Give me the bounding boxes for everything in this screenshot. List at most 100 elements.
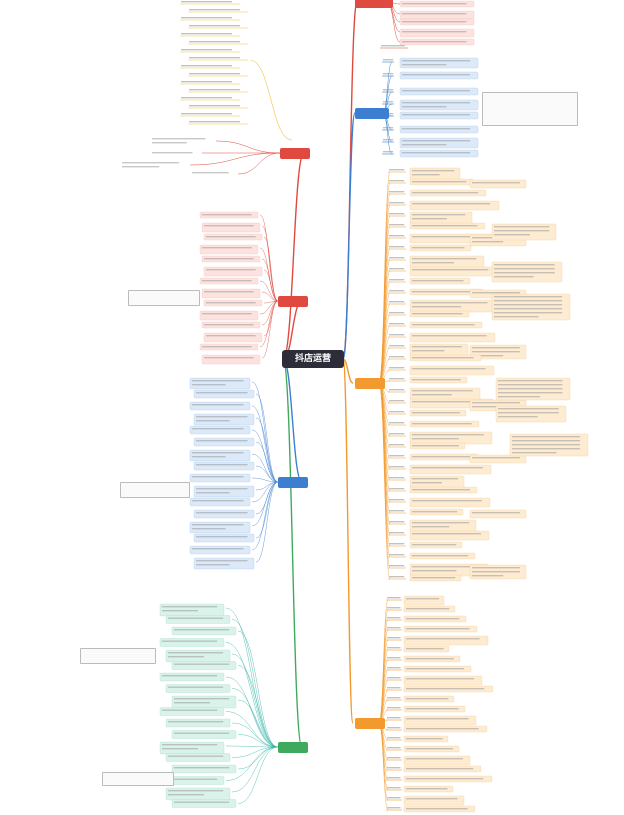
leaf-node bbox=[171, 661, 237, 670]
leaf-text-line bbox=[202, 280, 252, 282]
leaf-text-line bbox=[412, 306, 462, 308]
leaf-text-line bbox=[412, 478, 458, 480]
leaf-text-line bbox=[174, 663, 230, 665]
leaf-text-line bbox=[402, 3, 467, 5]
left-note-4 bbox=[102, 772, 174, 786]
leaf-text-line bbox=[389, 565, 405, 567]
leaf-text-line bbox=[168, 652, 224, 654]
leaf-text-line bbox=[389, 510, 405, 512]
leaf-text-line bbox=[402, 140, 471, 142]
leaf-node bbox=[403, 755, 471, 766]
leaf-node bbox=[193, 389, 255, 399]
leaf-text-line bbox=[387, 637, 401, 639]
leaf-text-line bbox=[206, 269, 256, 271]
leaf-node bbox=[399, 28, 475, 38]
root-node[interactable]: 抖店运营 bbox=[282, 350, 344, 368]
leaf-text-line bbox=[181, 113, 232, 115]
leaf-text-line bbox=[387, 757, 401, 759]
mindmap-link bbox=[263, 236, 279, 302]
leaf-node bbox=[469, 509, 527, 519]
leaf-node bbox=[409, 464, 492, 475]
mindmap-link bbox=[251, 481, 279, 503]
leaf-text-line bbox=[498, 384, 563, 386]
branch-left-1[interactable] bbox=[280, 148, 310, 159]
leaf-text-line bbox=[387, 647, 401, 649]
mindmap-link bbox=[282, 358, 303, 748]
leaf-text-line bbox=[387, 797, 401, 799]
leaf-text-line bbox=[196, 440, 248, 442]
leaf-text-line bbox=[406, 758, 464, 760]
leaf-text-line bbox=[406, 658, 454, 660]
leaf-text-line bbox=[189, 9, 240, 11]
leaf-text-line bbox=[383, 101, 394, 103]
leaf-node bbox=[409, 332, 496, 343]
leaf-text-line bbox=[472, 292, 520, 294]
branch-top-right[interactable] bbox=[355, 0, 393, 8]
branch-left-4[interactable] bbox=[278, 742, 308, 753]
right-note bbox=[482, 92, 578, 126]
leaf-text-line bbox=[383, 127, 394, 129]
mindmap-link bbox=[261, 300, 279, 359]
leaf-text-line bbox=[196, 392, 248, 394]
leaf-text-line bbox=[412, 262, 454, 264]
branch-mid-right[interactable] bbox=[355, 108, 389, 119]
leaf-text-line bbox=[412, 269, 489, 271]
leaf-text-line bbox=[192, 384, 226, 386]
leaf-node bbox=[409, 497, 491, 508]
leaf-text-line bbox=[412, 335, 487, 337]
leaf-text-line bbox=[412, 467, 483, 469]
leaf-text-line bbox=[389, 455, 405, 457]
leaf-node bbox=[171, 730, 237, 739]
leaf-text-line bbox=[389, 268, 405, 270]
leaf-text-line bbox=[472, 567, 520, 569]
leaf-node bbox=[403, 795, 465, 806]
left-note-1 bbox=[128, 290, 200, 306]
mindmap-link bbox=[263, 269, 279, 302]
leaf-text-line bbox=[192, 428, 244, 430]
leaf-text-line bbox=[402, 31, 467, 33]
leaf-text-line bbox=[406, 738, 443, 740]
leaf-text-line bbox=[387, 717, 401, 719]
branch-bottom-right[interactable] bbox=[355, 718, 385, 729]
branch-left-2[interactable] bbox=[278, 296, 308, 307]
leaf-text-line bbox=[412, 577, 456, 579]
leaf-node bbox=[469, 179, 527, 189]
leaf-text-line bbox=[381, 45, 405, 47]
leaf-text-line bbox=[387, 627, 401, 629]
leaf-text-line bbox=[189, 25, 240, 27]
leaf-node bbox=[203, 266, 263, 277]
leaf-text-line bbox=[402, 152, 471, 154]
leaf-text-line bbox=[383, 139, 394, 141]
mindmap-link bbox=[237, 152, 281, 175]
leaf-text-line bbox=[402, 60, 471, 62]
leaf-node bbox=[150, 136, 212, 146]
leaf-text-line bbox=[174, 767, 230, 769]
leaf-node bbox=[159, 672, 225, 682]
branch-left-3[interactable] bbox=[278, 477, 308, 488]
leaf-text-line bbox=[389, 290, 405, 292]
leaf-text-line bbox=[389, 477, 405, 479]
leaf-text-line bbox=[494, 304, 563, 306]
leaf-node bbox=[399, 57, 479, 69]
leaf-node bbox=[409, 530, 490, 541]
mindmap-link bbox=[342, 358, 354, 724]
leaf-node bbox=[165, 718, 231, 728]
leaf-text-line bbox=[412, 218, 447, 220]
leaf-text-line bbox=[406, 648, 444, 650]
leaf-text-line bbox=[412, 500, 482, 502]
leaf-node bbox=[189, 425, 251, 435]
leaf-node bbox=[171, 799, 237, 808]
leaf-text-line bbox=[412, 247, 465, 249]
leaf-text-line bbox=[387, 747, 401, 749]
branch-main-right[interactable] bbox=[355, 378, 385, 389]
leaf-text-line bbox=[412, 350, 445, 352]
leaf-text-line bbox=[383, 59, 394, 61]
mindmap-link bbox=[231, 688, 279, 748]
leaf-text-line bbox=[174, 801, 230, 803]
leaf-text-line bbox=[389, 257, 405, 259]
leaf-text-line bbox=[412, 526, 450, 528]
leaf-text-line bbox=[122, 162, 180, 164]
leaf-text-line bbox=[494, 226, 550, 228]
leaf-node bbox=[159, 707, 225, 716]
leaf-text-line bbox=[412, 390, 473, 392]
